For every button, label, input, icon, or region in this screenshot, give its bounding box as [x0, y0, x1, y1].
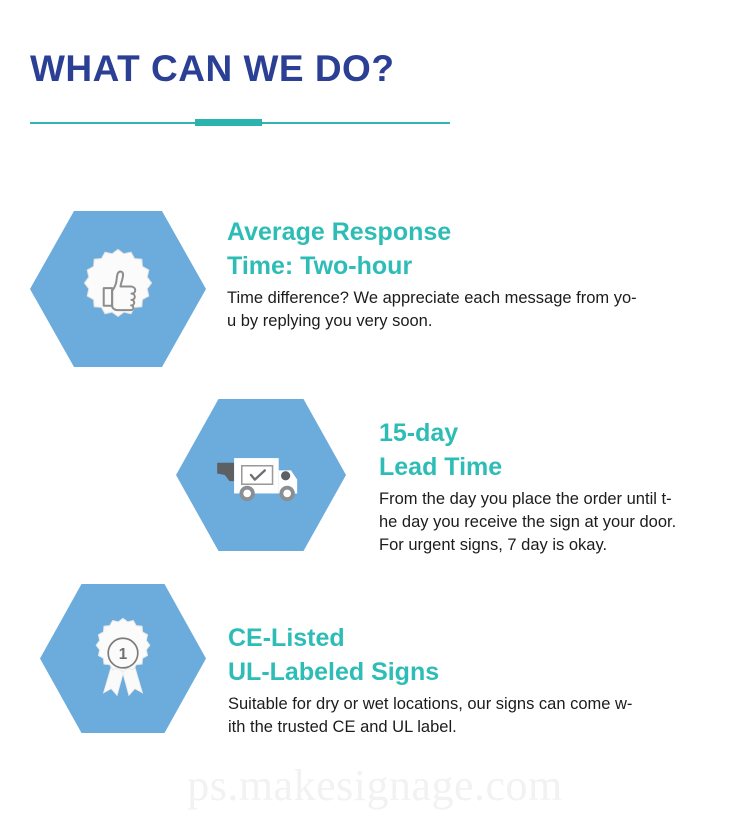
feature-text-3: CE-Listed UL-Labeled Signs Suitable for …: [228, 622, 632, 739]
feature-heading-3-line2: UL-Labeled Signs: [228, 657, 440, 686]
thumbs-up-badge-icon: [30, 211, 206, 367]
feature-body-2: From the day you place the order until t…: [379, 488, 676, 558]
feature-heading-2-line1: 15-day: [379, 419, 459, 447]
feature-body-3-line2: ith the trusted CE and UL label.: [228, 717, 457, 736]
feature-heading-1-line2: Time: Two-hour: [227, 251, 413, 280]
feature-text-1: Average Response Time: Two-hour Time dif…: [227, 216, 637, 333]
feature-heading-2: 15-day Lead Time: [379, 417, 676, 485]
hexagon-badge-3: 1: [40, 584, 206, 733]
feature-body-3: Suitable for dry or wet locations, our s…: [228, 693, 632, 740]
feature-body-1: Time difference? We appreciate each mess…: [227, 287, 637, 334]
feature-heading-3-line1: CE-Listed: [228, 624, 345, 652]
divider-accent-bar: [195, 119, 262, 126]
hexagon-badge-1: [30, 211, 206, 367]
page-title: WHAT CAN WE DO?: [30, 48, 395, 89]
feature-text-2: 15-day Lead Time From the day you place …: [379, 417, 676, 558]
feature-heading-2-line2: Lead Time: [379, 452, 503, 481]
feature-heading-1-line1: Average Response: [227, 218, 452, 246]
delivery-truck-icon: [176, 399, 346, 551]
feature-body-2-line1: From the day you place the order until t…: [379, 489, 672, 508]
feature-heading-1: Average Response Time: Two-hour: [227, 216, 637, 284]
site-watermark: ps.makesignage.com: [187, 761, 563, 810]
feature-heading-3: CE-Listed UL-Labeled Signs: [228, 622, 632, 690]
feature-body-3-line1: Suitable for dry or wet locations, our s…: [228, 694, 633, 713]
award-badge-number: 1: [119, 646, 128, 663]
award-ribbon-icon: 1: [40, 584, 206, 733]
title-divider: [30, 118, 450, 128]
hexagon-badge-2: [176, 399, 346, 551]
feature-body-2-line2: he day you receive the sign at your door…: [379, 512, 677, 531]
feature-body-1-line1: Time difference? We appreciate each mess…: [227, 288, 637, 307]
feature-body-1-line2: u by replying you very soon.: [227, 311, 433, 330]
feature-body-2-line3: For urgent signs, 7 day is okay.: [379, 536, 608, 555]
